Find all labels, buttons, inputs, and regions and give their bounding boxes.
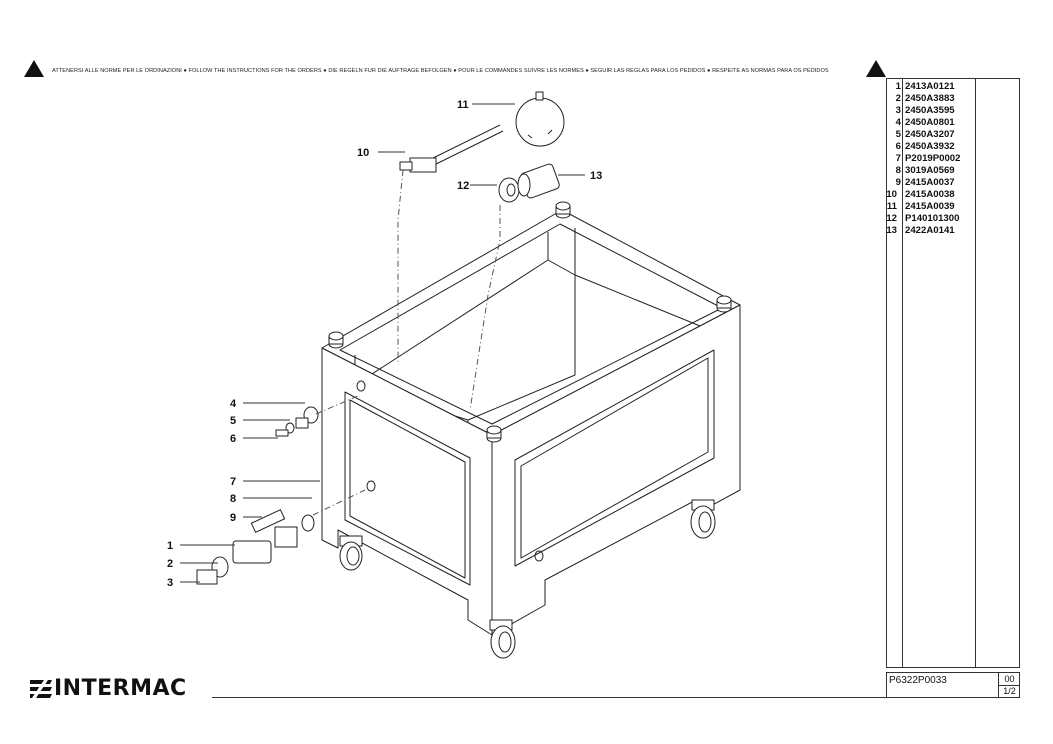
caster-wheel: [489, 619, 516, 659]
callout-8: 8: [230, 493, 236, 505]
callout-11: 11: [457, 99, 469, 111]
ordering-notice: ATTENERSI ALLE NORME PER LE ORDINAZIONI …: [52, 68, 829, 74]
o-ring: [301, 514, 315, 532]
ring-fitting: [498, 177, 520, 203]
callout-10: 10: [357, 147, 369, 159]
drawing-number: P6322P0033: [889, 675, 947, 686]
revision-box: 00 1/2: [998, 673, 1020, 697]
callout-6: 6: [230, 433, 236, 445]
callout-4: 4: [230, 398, 237, 410]
callout-13: 13: [590, 170, 602, 182]
sleeve-fitting: [517, 173, 531, 197]
caster-wheel: [339, 535, 363, 571]
warning-triangle-icon: [24, 60, 44, 77]
sheet-number: 1/2: [1003, 686, 1016, 696]
tank-side-panel: [514, 349, 715, 567]
callout-3: 3: [167, 577, 173, 589]
exploded-view-drawing: 11 10 12 13 4 5 6 7 8 9 1 2 3: [167, 91, 741, 659]
callout-5: 5: [230, 415, 236, 427]
caster-wheel: [690, 499, 716, 539]
title-block: P6322P0033 00 1/2: [886, 672, 1020, 698]
callout-2: 2: [167, 558, 173, 570]
revision-number: 00: [1004, 674, 1015, 684]
callout-1: 1: [167, 540, 173, 552]
warning-triangle-icon: [866, 60, 886, 77]
callout-12: 12: [457, 180, 469, 192]
footer-rule: [212, 697, 887, 698]
callout-7: 7: [230, 476, 236, 488]
intermac-logo-mark-icon: [30, 680, 52, 698]
float-ball: [515, 97, 565, 147]
brand-name: INTERMAC: [54, 676, 187, 701]
tank-front-panel: [344, 391, 471, 586]
float-valve-rod: [424, 124, 501, 163]
callout-9: 9: [230, 512, 236, 524]
brand-logo: INTERMAC: [30, 678, 187, 700]
